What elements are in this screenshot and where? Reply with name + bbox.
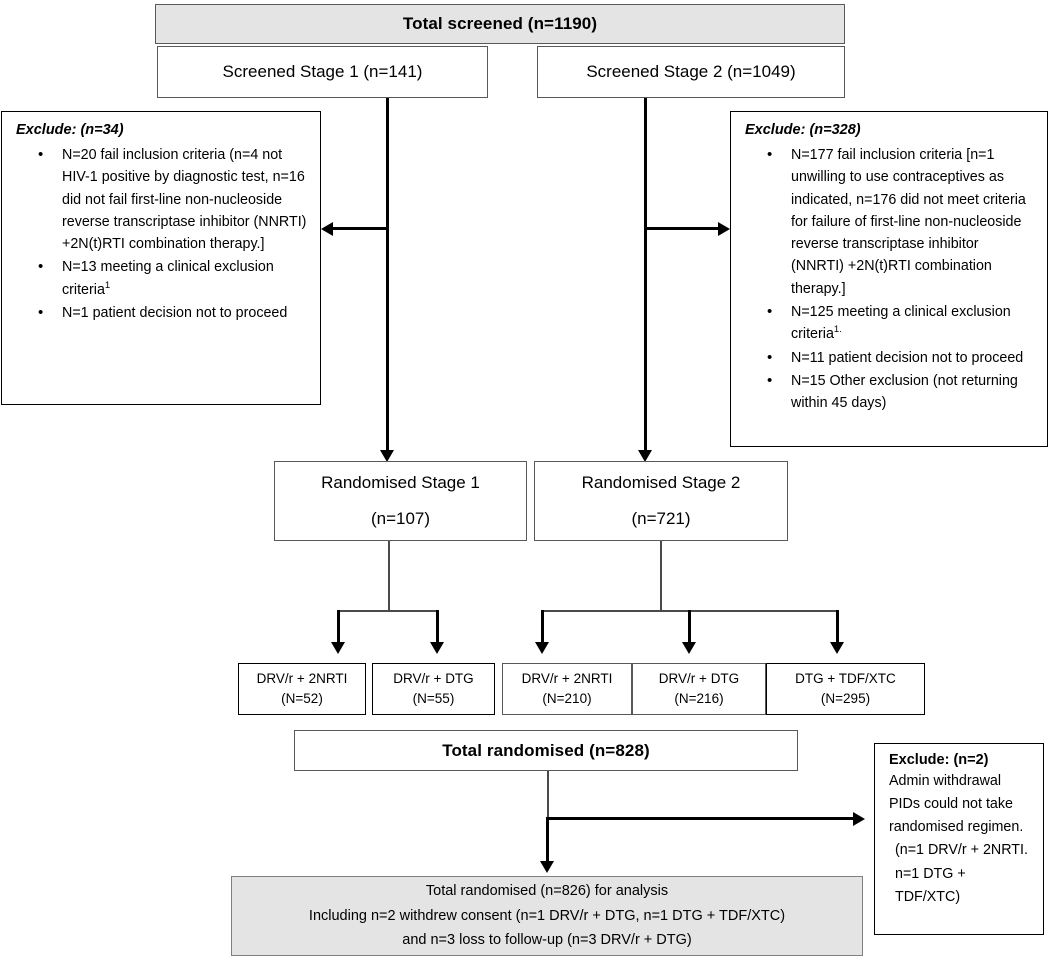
analysis-line-3: and n=3 loss to follow-up (n=3 DRV/r + D… <box>402 932 692 949</box>
arrow-bottom-exclude <box>853 811 865 826</box>
connector-arm1-stem <box>337 610 340 646</box>
exclude-admin-body: Admin withdrawal PIDs could not take ran… <box>889 770 1033 909</box>
connector-stage2-fork-bar <box>543 610 839 612</box>
arm-count-label: (N=295) <box>820 691 871 706</box>
arrow-to-arm-2 <box>430 642 444 654</box>
randomised-stage-2-label: Randomised Stage 2 <box>581 472 741 492</box>
exclude-admin-line-5: n=1 DTG + TDF/XTC) <box>895 865 966 905</box>
connector-arm5-stem <box>836 610 839 646</box>
arrow-stage2-exclude <box>718 221 730 236</box>
list-item: N=1 patient decision not to proceed <box>38 301 308 325</box>
connector-stage2-exclude <box>645 227 719 230</box>
arm-box-stage2-1: DRV/r + 2NRTI (N=210) <box>502 663 632 715</box>
connector-arm3-stem <box>541 610 544 646</box>
arrow-stage2-to-randomised <box>638 450 652 462</box>
list-item: N=15 Other exclusion (not returning with… <box>767 369 1035 415</box>
randomised-stage-1-box: Randomised Stage 1 (n=107) <box>274 461 527 541</box>
connector-stage1-trunk <box>386 98 389 456</box>
exclude-stage-1-list: N=20 fail inclusion criteria (n=4 not HI… <box>16 143 308 325</box>
arm-regimen-label: DRV/r + DTG <box>658 671 740 687</box>
arm-box-stage2-3: DTG + TDF/XTC (N=295) <box>766 663 925 715</box>
list-item: N=125 meeting a clinical exclusion crite… <box>767 300 1035 346</box>
exclude-admin-line-4: (n=1 DRV/r + 2NRTI. <box>895 842 1028 859</box>
exclude-admin-withdrawal-box: Exclude: (n=2) Admin withdrawal PIDs cou… <box>874 743 1044 935</box>
arm-box-stage2-2: DRV/r + DTG (N=216) <box>632 663 766 715</box>
connector-arm2-stem <box>436 610 439 646</box>
footnote-marker: 1 <box>104 280 111 292</box>
total-randomised-box: Total randomised (n=828) <box>294 730 798 771</box>
arm-regimen-label: DTG + TDF/XTC <box>795 671 896 687</box>
connector-stage2-trunk <box>644 98 647 456</box>
arm-regimen-label: DRV/r + 2NRTI <box>256 671 348 687</box>
exclude-stage-1-title: Exclude: (n=34) <box>16 122 124 138</box>
screened-stage-2-label: Screened Stage 2 (n=1049) <box>586 61 796 81</box>
connector-total-trunk-lower <box>546 817 549 865</box>
randomised-stage-1-count: (n=107) <box>370 509 431 528</box>
connector-stage2-fork-stem <box>660 541 662 611</box>
list-item: N=20 fail inclusion criteria (n=4 not HI… <box>38 143 308 255</box>
arm-box-stage1-1: DRV/r + 2NRTI (N=52) <box>238 663 366 715</box>
analysis-line-2: Including n=2 withdrew consent (n=1 DRV/… <box>308 907 786 924</box>
list-item: N=13 meeting a clinical exclusion criter… <box>38 255 308 301</box>
connector-stage1-fork-bar <box>339 610 438 612</box>
exclude-stage-2-box: Exclude: (n=328) N=177 fail inclusion cr… <box>730 111 1048 447</box>
arm-count-label: (N=55) <box>412 691 455 706</box>
arrow-stage1-exclude <box>321 221 333 236</box>
exclude-admin-line-3: randomised regimen. <box>889 819 1024 836</box>
arrow-to-arm-3 <box>535 642 549 654</box>
arrow-to-arm-1 <box>331 642 345 654</box>
randomised-stage-2-count: (n=721) <box>631 509 691 528</box>
connector-arm4-stem <box>688 610 691 646</box>
arrow-to-arm-5 <box>830 642 844 654</box>
arm-count-label: (N=216) <box>674 691 724 706</box>
exclude-admin-line-1: Admin withdrawal <box>889 773 1002 789</box>
arrow-stage1-to-randomised <box>380 450 394 462</box>
screened-stage-1-label: Screened Stage 1 (n=141) <box>222 61 423 81</box>
connector-stage1-exclude <box>332 227 388 230</box>
exclude-stage-2-title: Exclude: (n=328) <box>745 122 861 138</box>
arm-regimen-label: DRV/r + 2NRTI <box>521 671 613 687</box>
randomised-stage-1-label: Randomised Stage 1 <box>321 472 480 492</box>
exclude-stage-1-box: Exclude: (n=34) N=20 fail inclusion crit… <box>1 111 321 405</box>
total-randomised-analysis-box: Total randomised (n=826) for analysis In… <box>231 876 863 956</box>
list-item: N=11 patient decision not to proceed <box>767 346 1035 370</box>
footnote-marker: 1. <box>833 324 842 336</box>
analysis-line-1: Total randomised (n=826) for analysis <box>425 882 669 899</box>
arrow-to-analysis-box <box>540 861 554 873</box>
arm-count-label: (N=52) <box>281 691 323 706</box>
connector-stage1-fork-stem <box>388 541 390 611</box>
arm-regimen-label: DRV/r + DTG <box>393 671 474 687</box>
list-item: N=177 fail inclusion criteria [n=1 unwil… <box>767 143 1035 300</box>
connector-total-trunk-upper <box>547 771 549 818</box>
arm-count-label: (N=210) <box>542 691 592 706</box>
exclude-stage-2-list: N=177 fail inclusion criteria [n=1 unwil… <box>745 143 1035 415</box>
screened-stage-2-box: Screened Stage 2 (n=1049) <box>537 46 845 98</box>
total-screened-box: Total screened (n=1190) <box>155 4 845 44</box>
exclude-admin-line-2: PIDs could not take <box>889 796 1013 813</box>
exclude-admin-title: Exclude: (n=2) <box>889 752 989 768</box>
randomised-stage-2-box: Randomised Stage 2 (n=721) <box>534 461 788 541</box>
screened-stage-1-box: Screened Stage 1 (n=141) <box>157 46 488 98</box>
total-screened-label: Total screened (n=1190) <box>402 14 598 33</box>
arrow-to-arm-4 <box>682 642 696 654</box>
total-randomised-label: Total randomised (n=828) <box>442 740 650 760</box>
arm-box-stage1-2: DRV/r + DTG (N=55) <box>372 663 495 715</box>
connector-bottom-exclude <box>547 817 854 820</box>
